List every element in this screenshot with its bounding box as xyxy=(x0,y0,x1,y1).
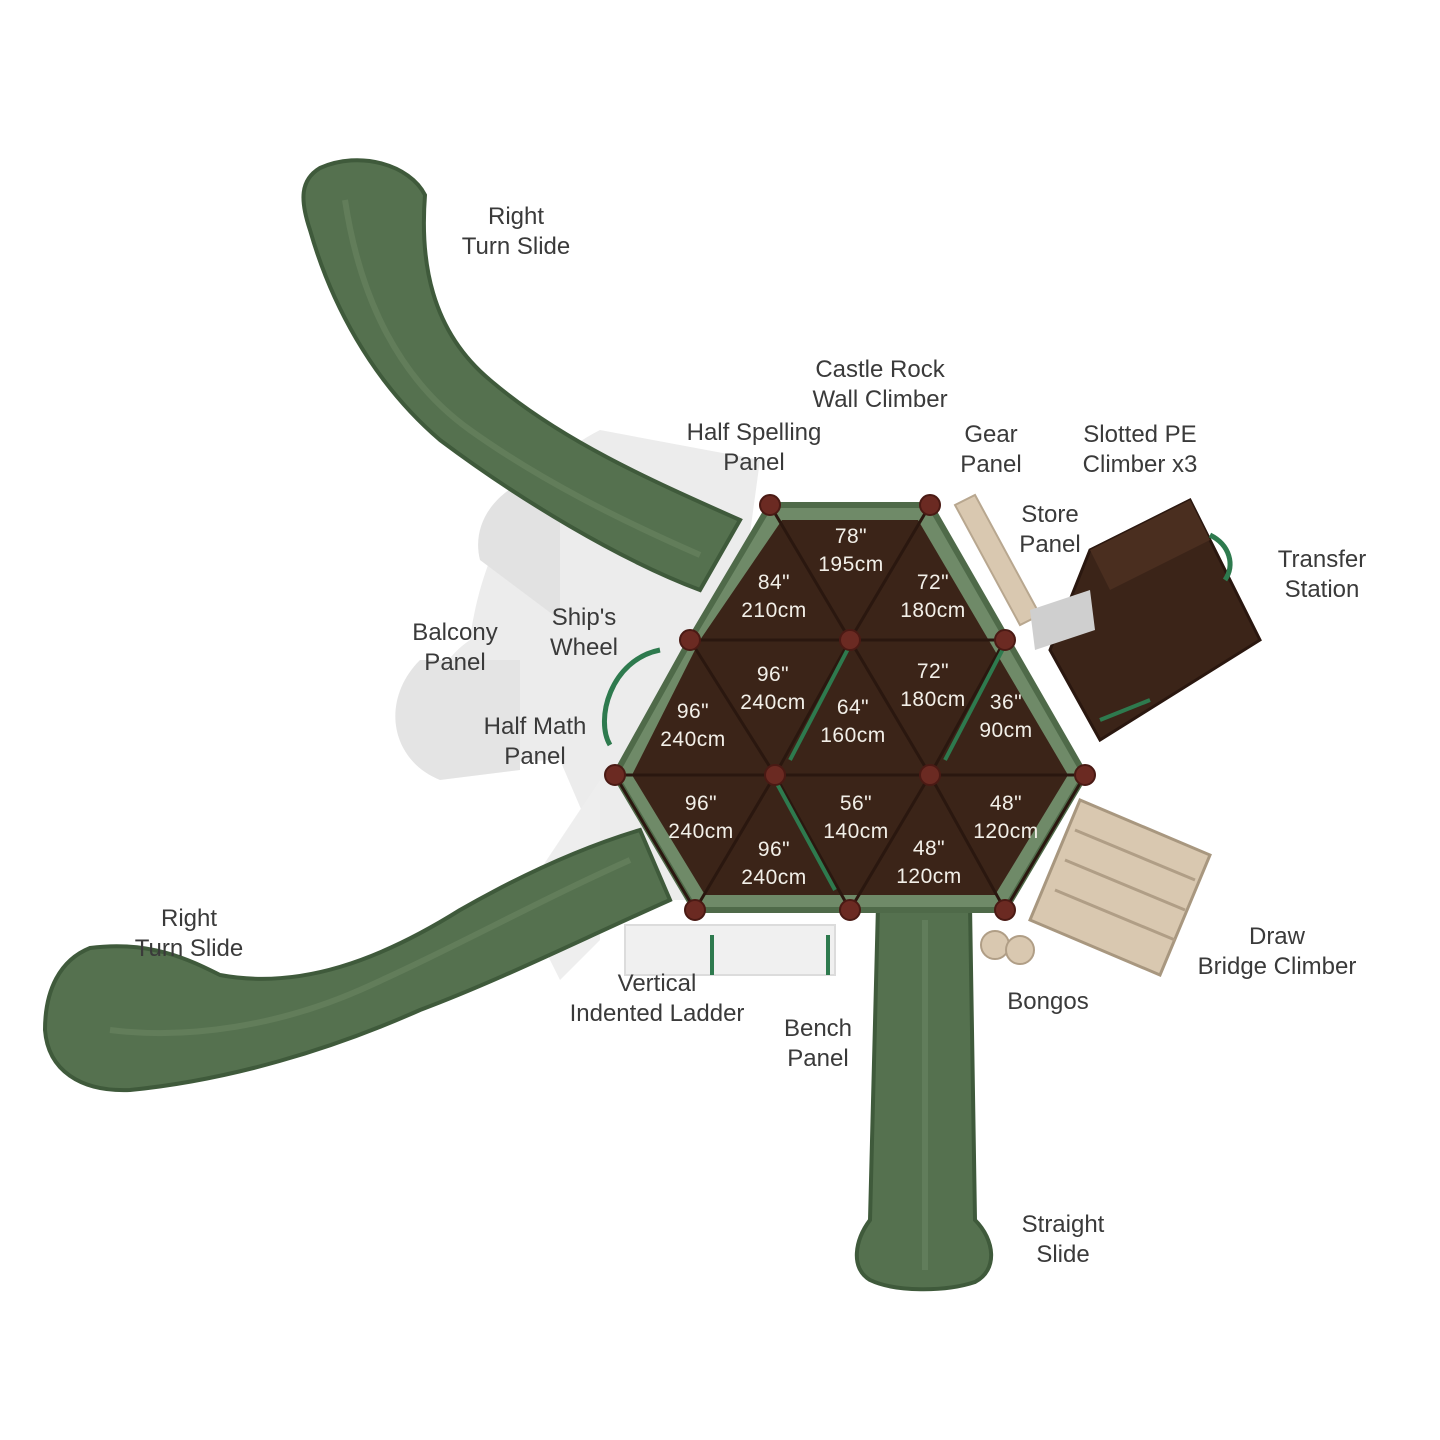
vertical-indented-ladder xyxy=(624,924,836,976)
deck-height-label: 78"195cm xyxy=(818,525,884,576)
deck-height-label: 96"240cm xyxy=(741,838,807,889)
deck-height-label: 96"240cm xyxy=(740,663,806,714)
deck-height-label: 56"140cm xyxy=(823,792,889,843)
draw-bridge-climber xyxy=(1028,798,1212,977)
right-turn-slide-bottom xyxy=(42,827,673,1093)
deck-height-label: 96"240cm xyxy=(668,792,734,843)
label-bongos: Bongos xyxy=(1007,988,1089,1015)
deck-height-label: 72"180cm xyxy=(900,660,966,711)
bongos xyxy=(980,930,1035,965)
hex-deck xyxy=(611,502,1089,913)
deck-height-label: 36"90cm xyxy=(979,691,1033,742)
deck-height-label: 84"210cm xyxy=(741,571,807,622)
deck-height-label: 48"120cm xyxy=(896,837,962,888)
straight-slide xyxy=(854,903,994,1292)
deck-height-label: 48"120cm xyxy=(973,792,1039,843)
deck-posts xyxy=(604,494,1096,921)
balcony-panel-arc xyxy=(601,647,661,747)
deck-height-label: 96"240cm xyxy=(660,700,726,751)
deck-height-label: 64"160cm xyxy=(820,696,886,747)
right-turn-slide-top xyxy=(301,158,743,593)
deck-height-label: 72"180cm xyxy=(900,571,966,622)
store-panel-strip xyxy=(953,493,1095,650)
